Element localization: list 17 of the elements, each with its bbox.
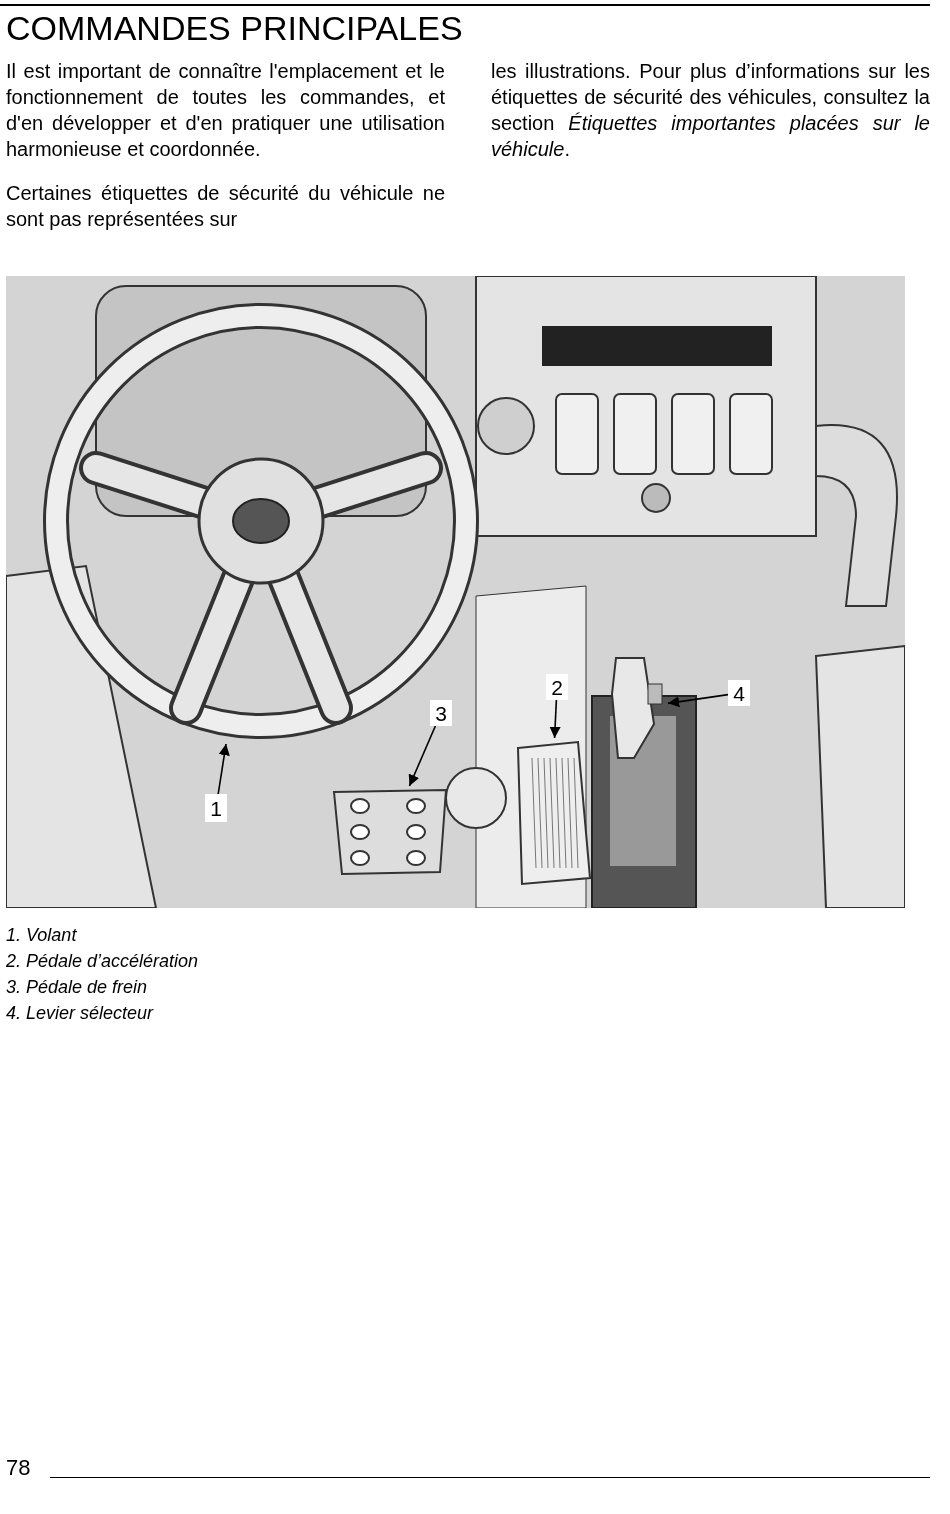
legend-item: 3. Pédale de frein: [6, 976, 148, 999]
leader-arrow: [408, 725, 437, 787]
legend-item: 2. Pédale d’accélération: [6, 950, 199, 973]
page-title: COMMANDES PRINCIPALES: [6, 8, 463, 48]
callout-number: 2: [546, 674, 568, 700]
legend-item: 1. Volant: [6, 924, 77, 947]
leader-arrow: [549, 699, 561, 739]
body-paragraph: Certaines étiquettes de sécurité du véhicule ne sont pas représentées sur: [6, 181, 445, 232]
body-paragraph: les illustrations. Pour plus d’informations sur les étiquettes de sécurité des véhicules, consultez la section Étiquettes importantes placées sur le véhicule.: [491, 59, 930, 162]
leader-arrow: [217, 743, 230, 795]
leader-arrow: [667, 693, 729, 708]
page-number: 78: [6, 1454, 31, 1482]
body-paragraph: Il est important de connaître l'emplacement et le fonctionnement de toutes les commandes, et d'en développer et d'en pratiquer une utilisation harmonieuse et coordonnée.: [6, 59, 445, 162]
callout-number: 1: [205, 794, 227, 822]
callout-number: 4: [728, 680, 750, 706]
callout-number: 3: [430, 700, 452, 726]
legend-item: 4. Levier sélecteur: [6, 1002, 154, 1025]
